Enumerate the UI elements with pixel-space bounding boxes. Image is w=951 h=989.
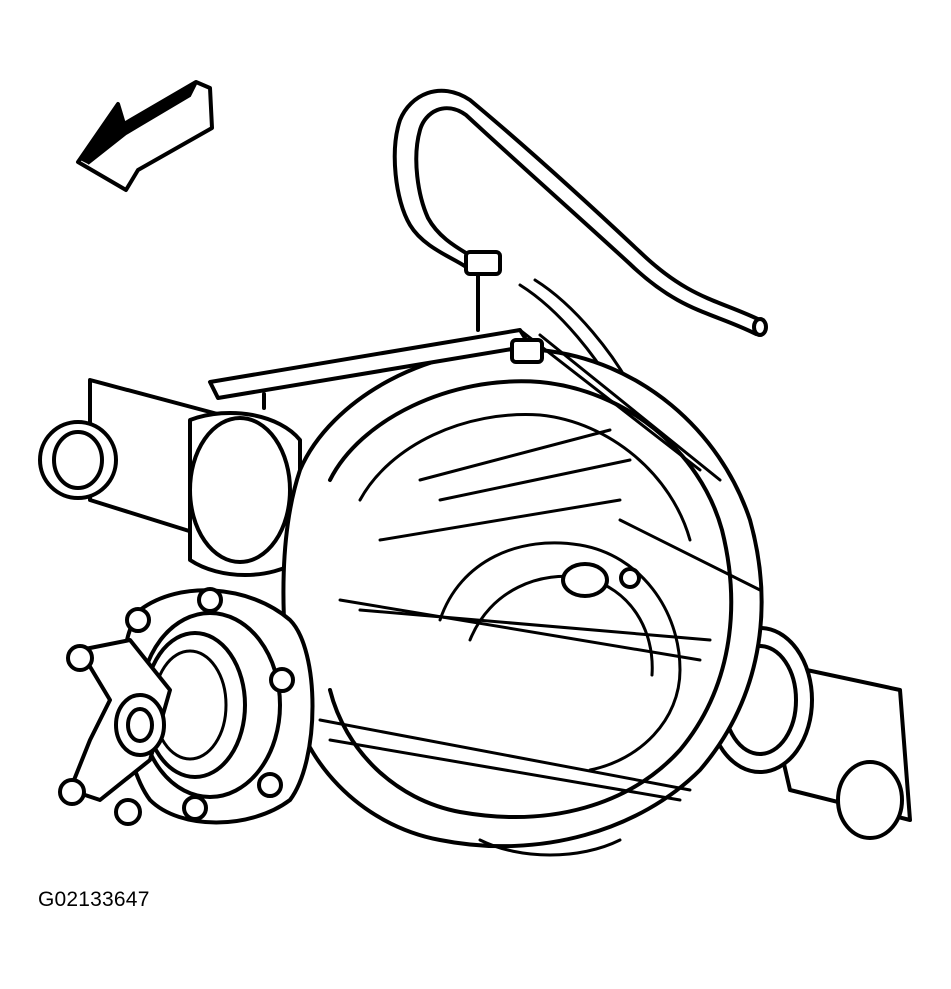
left-axle-tube: [38, 378, 302, 577]
mounting-brace: [208, 328, 544, 410]
differential-housing: [281, 328, 764, 857]
vent-clip: [464, 250, 502, 332]
pinion-flange: [119, 587, 315, 825]
arrow-up-left-icon: [76, 80, 214, 192]
pinion-yoke: [58, 638, 172, 826]
figure-id-label: G02133647: [38, 888, 150, 911]
